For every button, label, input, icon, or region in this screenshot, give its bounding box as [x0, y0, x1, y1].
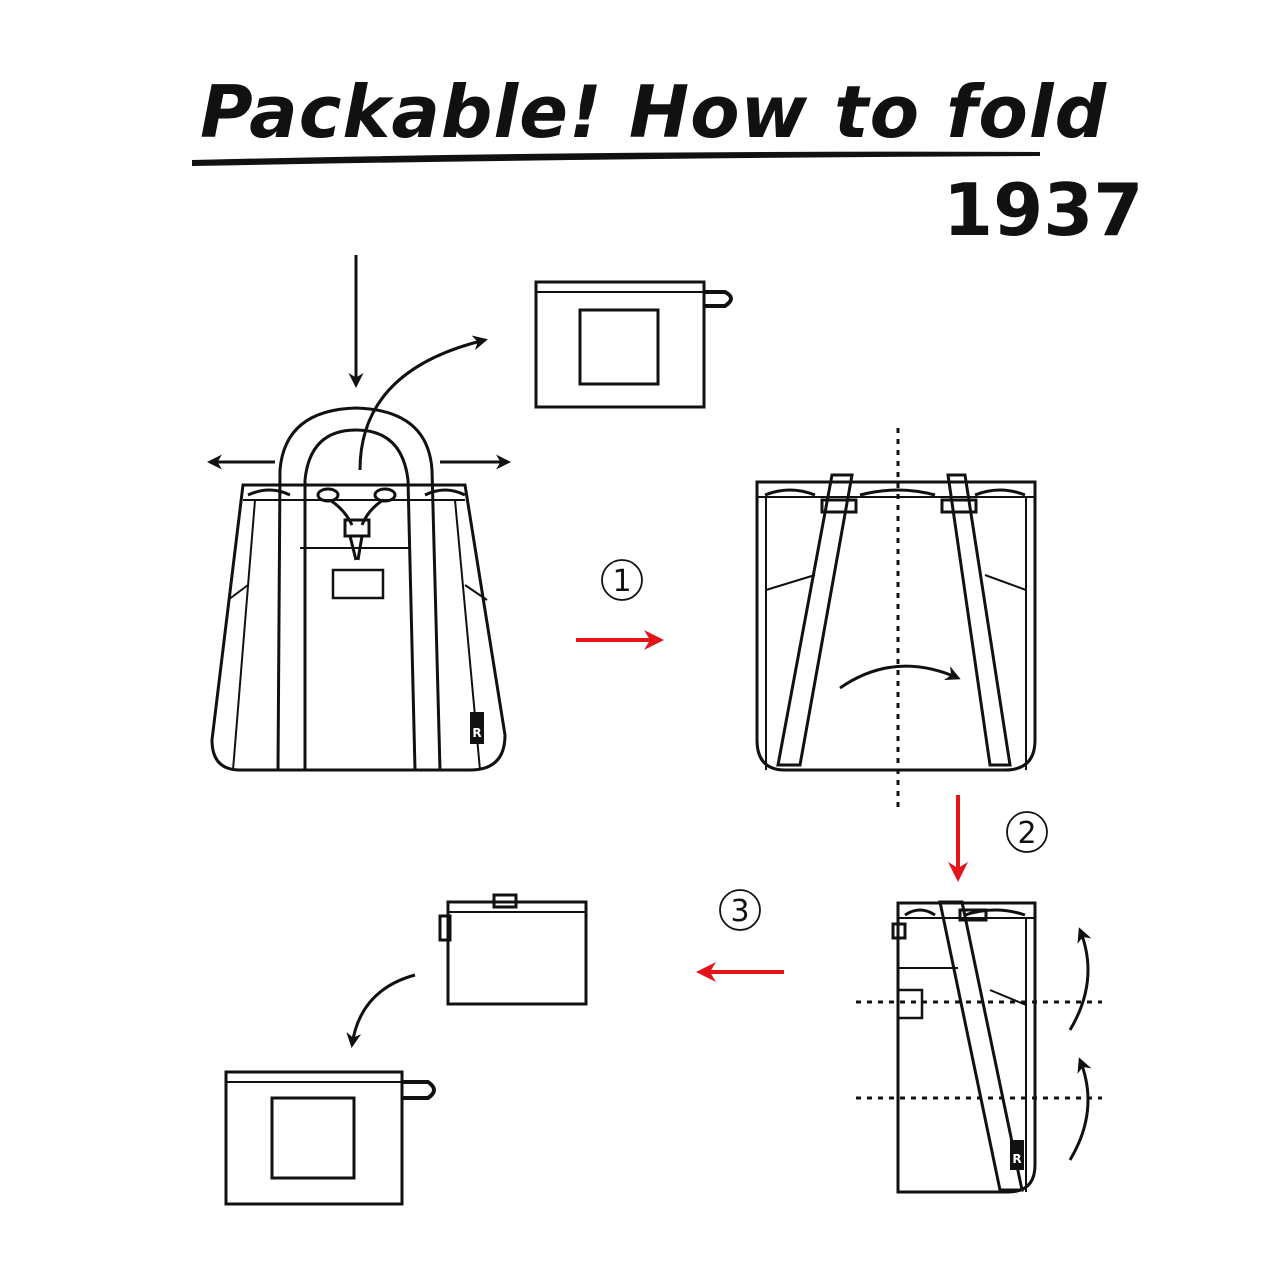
- step-3-number: 3: [730, 894, 749, 929]
- diagram-title: Packable! How to fold: [200, 70, 1108, 154]
- backpack-front-body: [210, 483, 507, 772]
- brand-tag-folded: [1010, 1140, 1024, 1170]
- fold-over-arrow: [839, 664, 961, 690]
- pull-out-arrow: [358, 335, 488, 471]
- pouch-final-loop: [402, 1080, 436, 1100]
- brand-tag-folded-letter: R: [1012, 1152, 1021, 1166]
- back-strap-right: [946, 473, 1012, 767]
- backpack-handle: [276, 406, 442, 771]
- step-1-indicator: 1: [576, 559, 664, 650]
- front-label-patch: [331, 568, 385, 600]
- folded-half-body: [896, 901, 1037, 1194]
- roll-up-arrow-lower: [1068, 1057, 1092, 1161]
- folded-half-strap: [938, 900, 1024, 1192]
- step-2-indicator: 2: [948, 795, 1048, 882]
- folded-half-label: [896, 988, 924, 1020]
- pouch-final-window: [270, 1096, 356, 1180]
- pouch-final: [224, 1070, 436, 1206]
- backpack-back-body: [755, 480, 1037, 772]
- pouch-top-window: [578, 308, 660, 386]
- title-underline: [192, 151, 1040, 166]
- step-1-number: 1: [612, 564, 631, 599]
- brand-tag-front: [470, 712, 484, 744]
- pouch-top-loop: [704, 290, 733, 308]
- step-2-number: 2: [1017, 816, 1036, 851]
- backpack-back: [755, 473, 1037, 772]
- step-3-indicator: 3: [696, 889, 784, 982]
- back-strap-left: [776, 473, 854, 767]
- rolled-bundle: [438, 893, 588, 1006]
- backpack-folded-half: [891, 900, 1037, 1194]
- tuck-in-arrow: [346, 973, 416, 1048]
- brand-tag-letter: R: [472, 726, 481, 740]
- pouch-top: [534, 280, 733, 409]
- backpack-front: [210, 406, 507, 772]
- model-number: 1937: [943, 168, 1144, 252]
- roll-up-arrow-upper: [1068, 927, 1092, 1031]
